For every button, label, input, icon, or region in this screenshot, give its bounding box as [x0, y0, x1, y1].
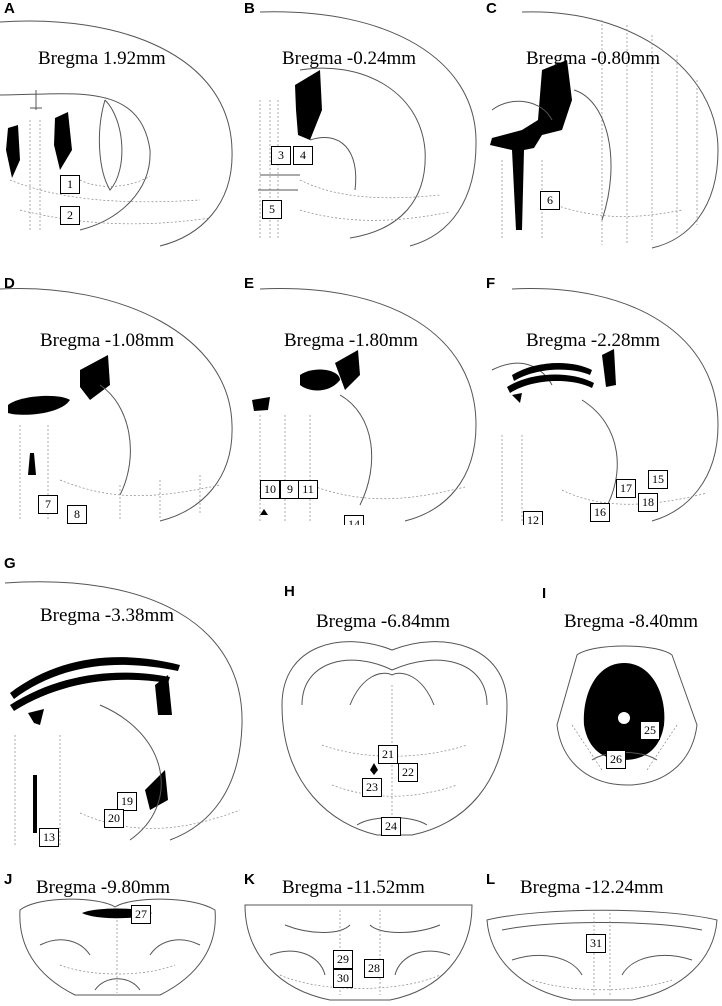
panel-title: Bregma -1.80mm: [284, 330, 419, 351]
region-marker: 18: [638, 493, 658, 512]
panel-title: Bregma -8.40mm: [564, 611, 699, 632]
region-marker: 11: [298, 480, 318, 499]
panel-g: G Bregma -3.38mm 19 20 13: [0, 555, 262, 850]
panel-j: J Bregma -9.80mm 27: [0, 865, 240, 1006]
panel-k: K Bregma -11.52mm 29 30 28: [240, 865, 482, 1006]
panel-title: Bregma 1.92mm: [38, 48, 166, 69]
section-drawing-g: [4, 581, 243, 845]
region-marker: 26: [606, 750, 626, 769]
panel-title: Bregma -2.28mm: [526, 330, 661, 351]
region-marker: 13: [39, 828, 59, 847]
region-marker: 22: [398, 763, 418, 782]
region-marker: 14: [344, 515, 364, 525]
region-marker: 27: [131, 905, 151, 924]
panel-title: Bregma -9.80mm: [36, 877, 171, 898]
region-marker: 9: [280, 480, 300, 499]
region-marker: 20: [104, 809, 124, 828]
panel-l: L Bregma -12.24mm 31: [482, 865, 722, 1006]
panel-title: Bregma -12.24mm: [520, 877, 664, 898]
panel-letter: F: [486, 275, 496, 292]
panel-title: Bregma -11.52mm: [282, 877, 425, 898]
panel-i: I Bregma -8.40mm 25 26: [532, 555, 722, 850]
region-marker: 5: [262, 200, 282, 219]
panel-letter: G: [4, 555, 16, 572]
panel-c: C Bregma -0.80mm 6: [482, 0, 722, 250]
section-drawing-k: [244, 904, 473, 1001]
region-marker: 30: [333, 969, 353, 988]
region-marker: 1: [60, 175, 80, 194]
region-marker: 19: [117, 792, 137, 811]
panel-a: A Bregma 1.92mm 1 2: [0, 0, 240, 250]
region-marker: 17: [616, 479, 636, 498]
section-drawing-i: [556, 645, 698, 786]
panel-letter: C: [486, 0, 497, 17]
region-marker: 31: [586, 934, 606, 953]
panel-letter: B: [244, 0, 255, 17]
panel-title: Bregma -1.08mm: [40, 330, 175, 351]
panel-title: Bregma -0.80mm: [526, 48, 661, 69]
panel-letter: D: [4, 275, 15, 292]
panel-letter: E: [244, 275, 255, 292]
region-marker: 21: [378, 745, 398, 764]
panel-letter: I: [542, 585, 547, 602]
panel-h: H Bregma -6.84mm 21 22 23 24: [262, 555, 532, 850]
section-drawing-d: [0, 288, 233, 522]
panel-title: Bregma -6.84mm: [316, 611, 451, 632]
panel-letter: H: [284, 583, 295, 600]
section-drawing-f: [491, 288, 719, 523]
region-marker: 24: [381, 817, 401, 836]
region-marker: 28: [364, 959, 384, 978]
panel-e: E Bregma -1.80mm 10 9 11 14: [240, 275, 482, 525]
region-marker: 10: [260, 480, 280, 499]
region-marker: 3: [271, 146, 291, 165]
section-drawing-l: [486, 909, 718, 1001]
region-marker: 15: [648, 470, 668, 489]
section-drawing-a: [0, 20, 233, 247]
region-marker: 25: [640, 721, 660, 740]
region-marker: 29: [333, 950, 353, 969]
section-drawing-c: [490, 11, 719, 249]
panel-letter: A: [4, 0, 15, 17]
region-marker: 8: [67, 505, 87, 524]
section-drawing-e: [252, 288, 477, 523]
panel-title: Bregma -3.38mm: [40, 605, 175, 626]
region-marker: 23: [362, 778, 382, 797]
region-marker: 4: [293, 146, 313, 165]
panel-letter: K: [244, 871, 255, 888]
panel-d: D Bregma -1.08mm 7 8: [0, 275, 240, 525]
region-marker: 16: [590, 503, 610, 522]
panel-letter: J: [4, 871, 13, 888]
region-marker: 2: [60, 206, 80, 225]
panel-f: F Bregma -2.28mm 15 17 18 16 12: [482, 275, 722, 525]
region-marker: 7: [38, 495, 58, 514]
section-drawing-h: [281, 641, 508, 836]
region-marker: 6: [540, 191, 560, 210]
panel-title: Bregma -0.24mm: [282, 48, 417, 69]
panel-letter: L: [486, 871, 496, 888]
section-drawing-b: [258, 11, 477, 247]
region-marker: 12: [523, 511, 543, 525]
panel-b: B Bregma -0.24mm 3 4 5: [240, 0, 482, 250]
